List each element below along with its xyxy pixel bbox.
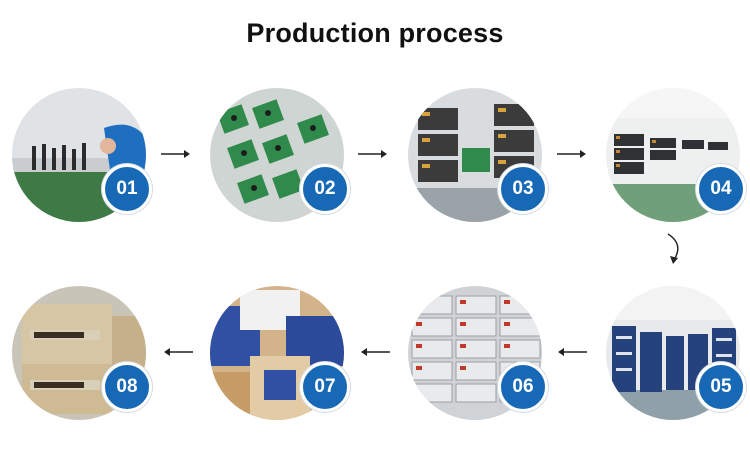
step-06: 06: [408, 286, 548, 420]
arrow-right-3: [556, 148, 588, 160]
step-01-badge: 01: [102, 164, 152, 214]
arrow-right-2: [357, 148, 389, 160]
step-03-badge: 03: [498, 164, 548, 214]
arrow-curve-down: [662, 232, 686, 266]
step-02-photo: [210, 88, 344, 222]
arrow-left-2: [359, 346, 391, 358]
arrow-left-3: [556, 346, 588, 358]
step-03-photo: [408, 88, 542, 222]
step-07: 07: [210, 286, 350, 420]
step-02-badge: 02: [300, 164, 350, 214]
arrow-left-1: [162, 346, 194, 358]
step-08-badge: 08: [102, 362, 152, 412]
step-03: 03: [408, 88, 548, 222]
step-02: 02: [210, 88, 350, 222]
step-06-badge: 06: [498, 362, 548, 412]
step-01: 01: [12, 88, 152, 222]
step-05-photo: [606, 286, 740, 420]
step-04: 04: [606, 88, 746, 222]
step-05: 05: [606, 286, 746, 420]
step-08: 08: [12, 286, 152, 420]
page-title: Production process: [246, 18, 504, 48]
step-04-badge: 04: [696, 164, 746, 214]
arrow-right-1: [160, 148, 192, 160]
step-05-badge: 05: [696, 362, 746, 412]
step-07-badge: 07: [300, 362, 350, 412]
